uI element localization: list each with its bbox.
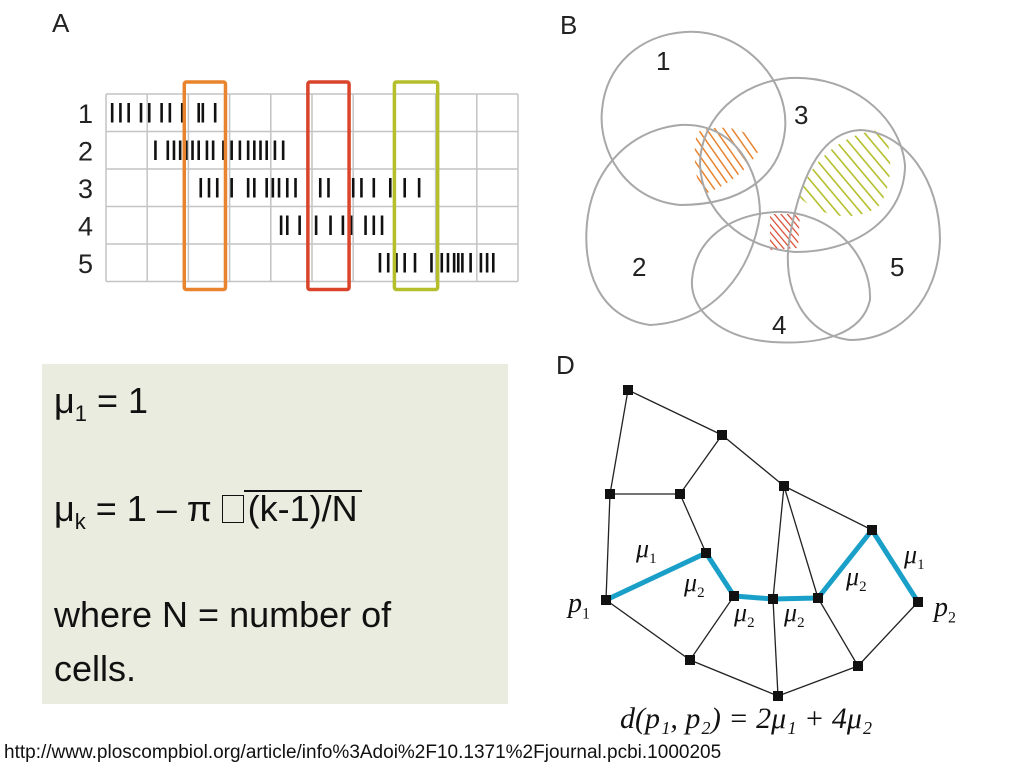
panel-a-label: A [52,8,70,38]
place-field-4 [690,210,872,344]
square-root: (k-1)/N [221,488,362,530]
cell-row-label: 1 [78,99,93,129]
missing-glyph-box [221,495,244,524]
graph-node [729,591,739,601]
overlap-region-3-5 [800,130,891,217]
source-url: http://www.ploscompbiol.org/article/info… [4,742,722,763]
node-subscript: 2 [948,609,956,627]
formula-value: = 1 [87,380,149,421]
node-label-p1: p1 [568,588,590,624]
place-field-label: 3 [794,100,808,130]
place-field-3 [698,76,907,254]
formula-box: μ1 = 1 μk = 1 – π (k-1)/N where N = numb… [42,364,508,704]
node-letter: p [568,588,582,619]
graph-node [853,661,863,671]
mu-subscript: 2 [859,579,867,596]
graph-edge [857,601,919,667]
edge-label-6: μ1 [904,540,925,574]
formula-definition-cont: cells. [54,648,137,689]
mu-subscript: 2 [747,615,755,632]
graph-node [773,691,783,701]
panel-d-label: D [556,350,575,380]
red-window [306,80,351,292]
cell-row-label: 4 [78,211,93,241]
graph-edge [605,599,691,661]
graph-edge [777,665,859,697]
formula-definition: where N = number of [54,594,392,635]
place-field-label: 5 [890,252,904,282]
graph-node [675,489,685,499]
formula-mu1: μ1 = 1 [54,380,148,427]
graph-edge [783,485,873,531]
cell-row-label: 3 [78,174,93,204]
mu-symbol: μ [636,534,650,563]
graph-edge [609,389,629,495]
graph-node [779,481,789,491]
graph-node [813,593,823,603]
edge-label-2: μ2 [684,568,705,602]
distance-equation: d(p₁, p₂) = 2μ₁ + 4μ₂ [620,702,873,735]
mu-symbol: μ [54,488,75,529]
mu-subscript: 1 [649,551,657,568]
mu-subscript: 2 [797,615,805,632]
place-field-label: 2 [632,252,646,282]
cell-row-label: 2 [78,136,93,166]
mu-symbol: μ [846,562,860,591]
mu-subscript: 1 [917,557,925,574]
graph-edge [627,389,723,436]
mu-subscript: 2 [697,585,705,602]
graph-edge [721,434,785,487]
edge-label-1: μ1 [636,534,657,568]
cell-row-label: 5 [78,249,93,279]
radicand: (k-1)/N [247,488,358,529]
mu-symbol: μ [904,540,918,569]
graph-node [701,548,711,558]
graph-edge [679,493,707,554]
orange-window [182,80,228,292]
graph-edge [689,595,735,661]
mu-symbol: μ [684,568,698,597]
mu-subscript: k [74,509,86,535]
edge-label-5: μ2 [846,562,867,596]
graph-node [717,430,727,440]
green-window [392,80,440,292]
place-field-1 [600,30,787,207]
formula-expression: = 1 – π [85,488,222,529]
graph-edge [817,597,859,667]
mu-symbol: μ [734,598,748,627]
mu-symbol: μ [54,380,75,421]
graph-node [913,597,923,607]
edge-label-3: μ2 [734,598,755,632]
node-letter: p [934,592,948,623]
graph-node [685,655,695,665]
graph-edge [783,485,819,599]
mu-subscript: 1 [74,401,87,427]
place-field-2 [585,123,762,327]
graph-edge [605,493,611,601]
formula-muk: μk = 1 – π (k-1)/N [54,488,362,535]
graph-edge [689,659,779,697]
graph-edge [679,434,723,495]
graph-node [605,489,615,499]
graph-edge [772,485,785,600]
place-field-label: 4 [772,310,786,340]
graph-edge [772,598,779,697]
graph-node [623,385,633,395]
radical-overline [243,490,362,492]
place-field-5 [786,128,942,342]
edge-label-4: μ2 [784,598,805,632]
graph-node [867,525,877,535]
graph-node [768,594,778,604]
node-subscript: 1 [582,605,590,623]
place-field-label: 1 [656,46,670,76]
panel-b-label: B [560,10,578,40]
overlap-region-1-2-3 [694,127,760,195]
mu-symbol: μ [784,598,798,627]
graph-node [601,595,611,605]
node-label-p2: p2 [934,592,956,628]
